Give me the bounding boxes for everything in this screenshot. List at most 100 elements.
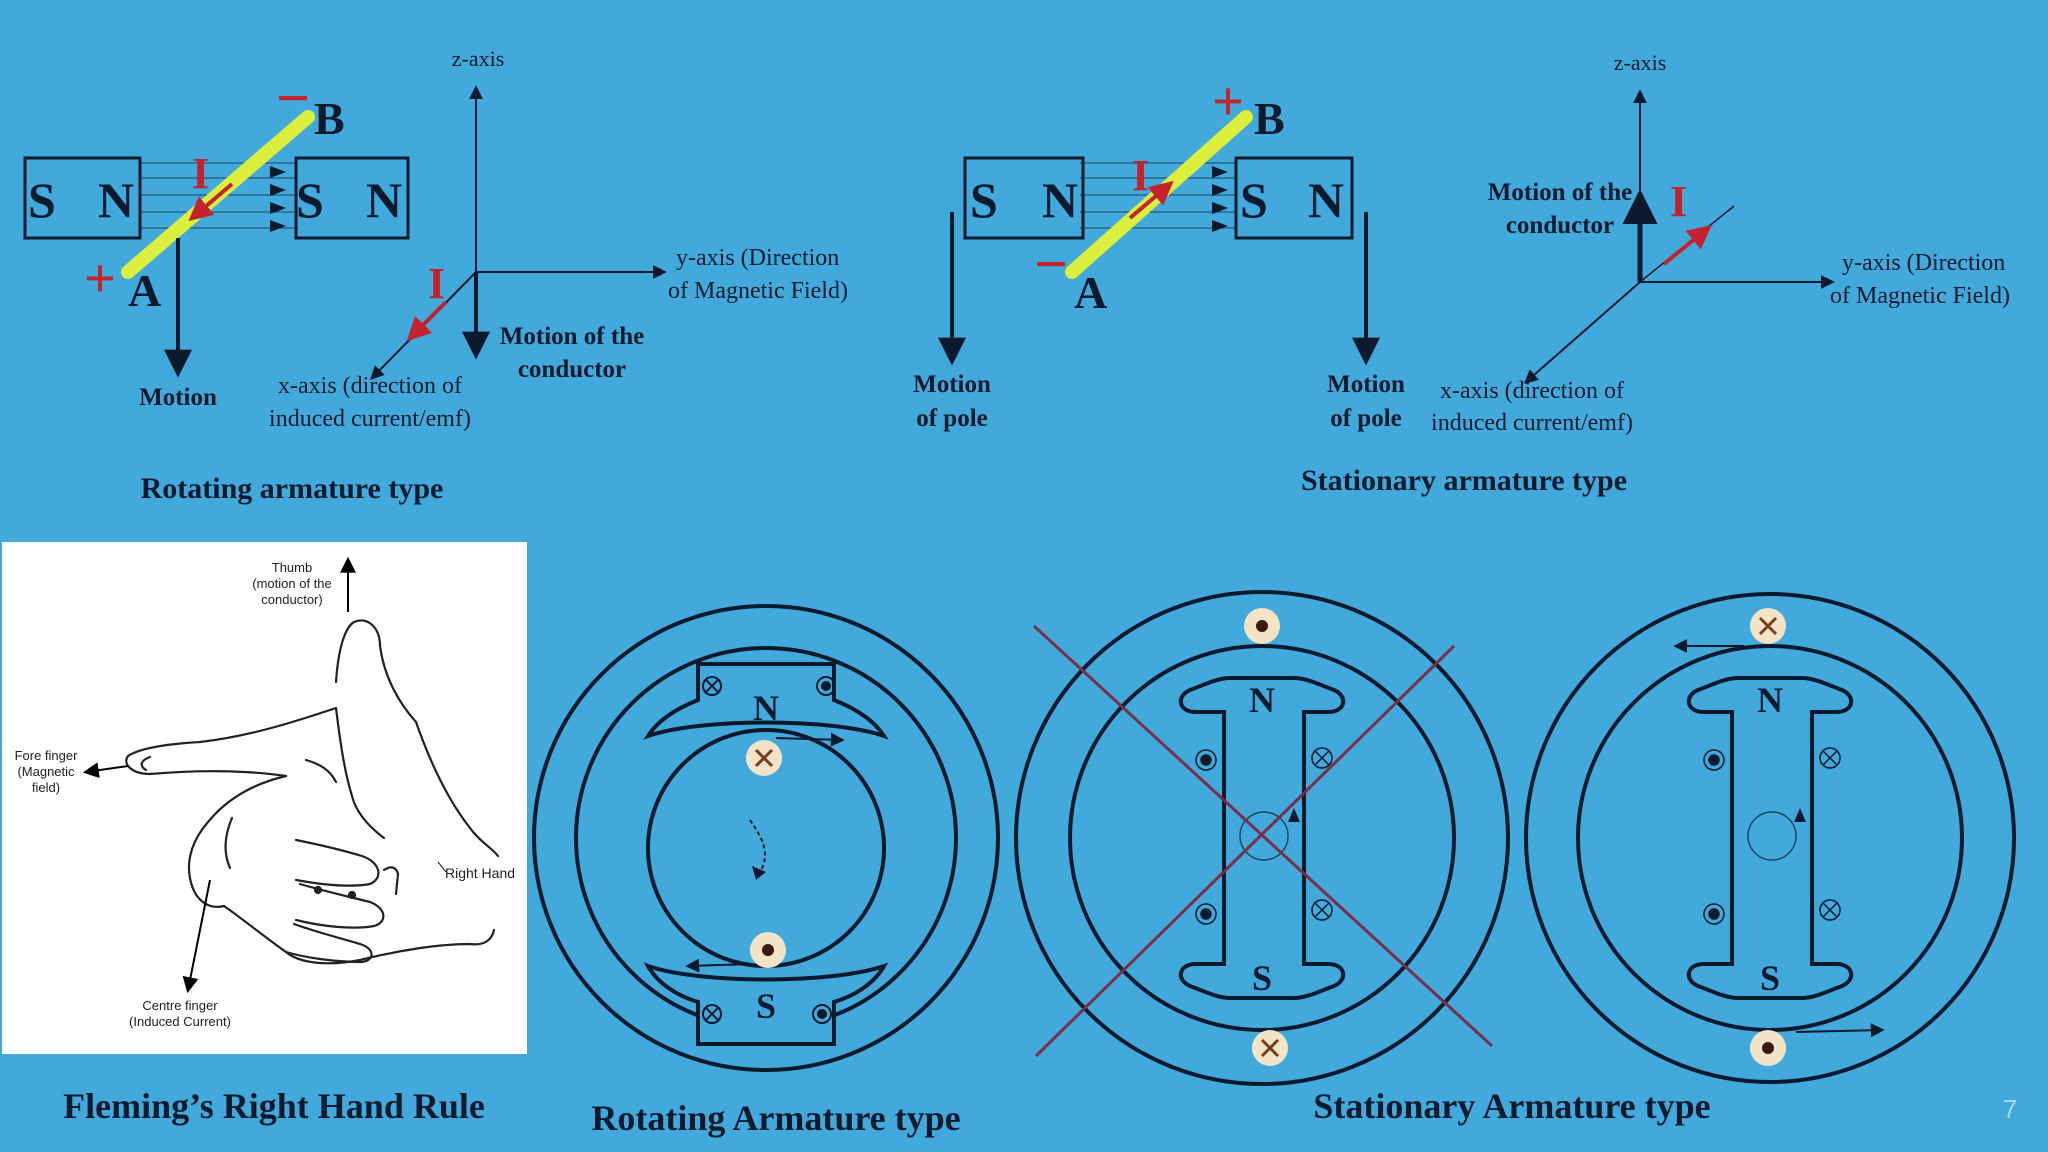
right-hand-leader [437,861,447,873]
outer-frame [532,604,1000,1072]
winding-dot-icon [1703,749,1725,925]
crossout-line [1034,644,1456,1058]
thumb-label: Thumb [272,560,312,575]
conductor-marker-cross-icon [746,740,782,776]
terminal-b-label: B [1254,93,1285,144]
magnet-n-label: N [1308,172,1344,228]
thumb-label: (motion of the [252,576,332,591]
y-axis-label: y-axis (Direction [1842,250,2005,276]
x-axis-label: x-axis (direction of [278,373,462,399]
y-axis-label: y-axis (Direction [676,245,839,271]
magnet-n-label: N [98,172,134,228]
flemings-right-hand-panel: Thumb (motion of the conductor) Fore fin… [2,542,527,1126]
z-axis-label: z-axis [1614,50,1667,75]
current-label: I [192,149,209,198]
diagram-caption: Rotating armature type [141,472,444,505]
x-axis-label: induced current/emf) [269,406,471,432]
magnet-n-label: N [366,172,402,228]
thumb-label: conductor) [261,592,322,607]
y-axis-label: of Magnetic Field) [668,278,848,304]
left-magnet [963,156,1085,240]
right-hand-icon [125,619,500,965]
outer-frame [1524,592,2016,1084]
motion-pole-label: Motion [913,371,991,398]
south-pole [643,962,889,1046]
magnet-s-label: S [1240,172,1268,228]
motion-label: Motion [139,384,217,411]
motion-conductor-label: conductor [518,356,626,383]
stationary-armature-machine: N S [1524,592,2016,1084]
hand-rule-caption: Fleming’s Right Hand Rule [63,1086,485,1126]
x-axis-line [1523,281,1641,384]
motion-conductor-label: conductor [1506,212,1614,239]
north-pole-label: N [1757,680,1783,720]
motion-conductor-label: Motion of the [500,323,644,350]
stationary-armature-top-diagram: S N S N I + B − A Motion of pole Motion … [913,50,2010,497]
rotation-arrow [749,819,766,873]
right-magnet [294,156,410,240]
salient-rotor [1179,676,1345,1000]
axis-current-arrow [1662,224,1712,266]
fore-finger-direction-arrow [82,762,129,779]
north-pole-label: N [753,688,779,728]
centre-finger-label: Centre finger [142,998,218,1013]
z-axis-label: z-axis [452,46,505,71]
y-axis-label: of Magnetic Field) [1830,283,2010,309]
winding-dot-icon [1195,749,1217,925]
stationary-armature-machine-crossed: N S [1014,590,1510,1086]
rotating-armature-top-diagram: S N S N I − B + A Motion z-axis y-axis (… [23,46,848,505]
field-lines [1080,162,1236,229]
current-label: I [1132,151,1149,200]
fore-finger-label: field) [32,780,60,795]
motion-pole-label: of pole [1330,405,1402,432]
south-pole-label: S [1252,958,1272,998]
terminal-sign-a: + [84,248,116,310]
axis-current-label: I [1670,177,1687,226]
right-magnet [1234,156,1354,240]
north-pole-label: N [1249,680,1275,720]
terminal-sign-b: − [276,65,310,131]
magnet-n-label: N [1042,172,1078,228]
left-magnet [23,156,142,240]
stator-ring [1576,644,1964,1032]
x-axis-label: induced current/emf) [1431,410,1633,436]
conductor-marker-cross-icon [1252,1030,1288,1066]
conductor-marker-cross-icon [1750,608,1786,644]
current-arrow [188,182,234,222]
diagram-caption: Stationary armature type [1301,464,1627,497]
conductor-marker-dot-icon [1244,608,1280,644]
magnet-s-label: S [296,172,324,228]
centre-finger-label: (Induced Current) [129,1014,231,1029]
magnet-s-label: S [28,172,56,228]
fore-finger-label: Fore finger [15,748,79,763]
fore-finger-label: (Magnetic [17,764,75,779]
field-arrowheads [270,166,286,232]
stator-ring [1068,644,1456,1032]
slot-cross-icon [702,676,722,1024]
south-pole-label: S [1760,958,1780,998]
x-axis-label: x-axis (direction of [1440,378,1624,404]
terminal-sign-a: − [1034,231,1068,297]
winding-cross-icon [1819,747,1841,921]
motion-pole-label: of pole [916,405,988,432]
terminal-sign-b: + [1212,71,1244,133]
hand-figure-background [2,542,527,1054]
motion-conductor-label: Motion of the [1488,179,1632,206]
terminal-b-label: B [314,93,345,144]
motion-pole-label: Motion [1327,371,1405,398]
terminal-a-label: A [1074,267,1107,318]
salient-rotor [1687,676,1853,1000]
rotating-armature-caption: Rotating Armature type [591,1098,960,1138]
stationary-armature-caption: Stationary Armature type [1313,1086,1710,1126]
conductor-marker-dot-icon [1750,1030,1786,1066]
magnet-s-label: S [970,172,998,228]
centre-finger-direction-arrow [182,879,211,994]
right-hand-label: Right Hand [445,865,515,881]
field-arrowheads [1212,166,1228,232]
winding-cross-icon [1311,747,1333,921]
rotating-armature-machine: N S [532,604,1000,1072]
current-arrow [1128,180,1174,220]
axis-current-arrow [406,300,448,342]
